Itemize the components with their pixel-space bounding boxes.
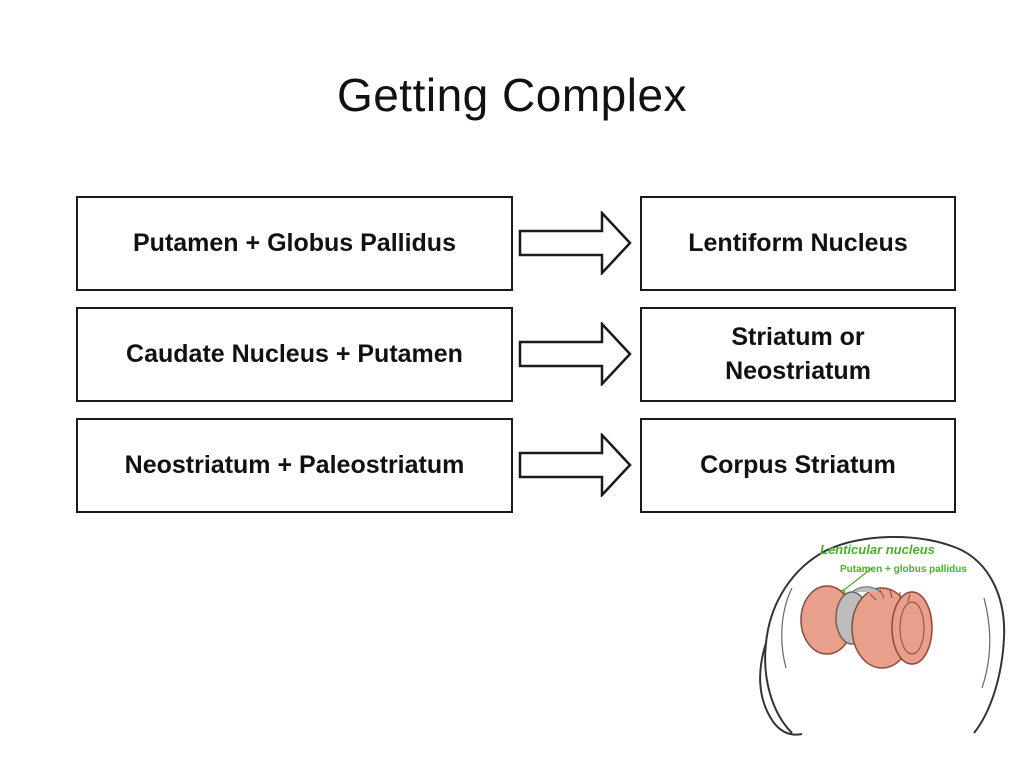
- illustration-label-title: Lenticular nucleus: [820, 542, 935, 557]
- right-box-corpus-striatum: Corpus Striatum: [640, 418, 956, 513]
- illustration-label-sub: Putamen + globus pallidus: [840, 564, 967, 575]
- right-box-lentiform-nucleus: Lentiform Nucleus: [640, 196, 956, 291]
- slide-title: Getting Complex: [336, 69, 688, 121]
- right-box-striatum: Striatum or Neostriatum: [640, 307, 956, 402]
- left-box-caudate-nucleus-putamen: Caudate Nucleus + Putamen: [76, 307, 513, 402]
- left-box-putamen-globus-pallidus: Putamen + Globus Pallidus: [76, 196, 513, 291]
- right-arrow-icon: [518, 322, 632, 386]
- brain-illustration: Lenticular nucleus Putamen + globus pall…: [759, 536, 1006, 736]
- right-box-striatum-text: Striatum or Neostriatum: [725, 322, 871, 385]
- left-box-neostriatum-paleostriatum: Neostriatum + Paleostriatum: [76, 418, 513, 513]
- right-arrow-icon: [518, 433, 632, 497]
- right-arrow-icon: [518, 211, 632, 275]
